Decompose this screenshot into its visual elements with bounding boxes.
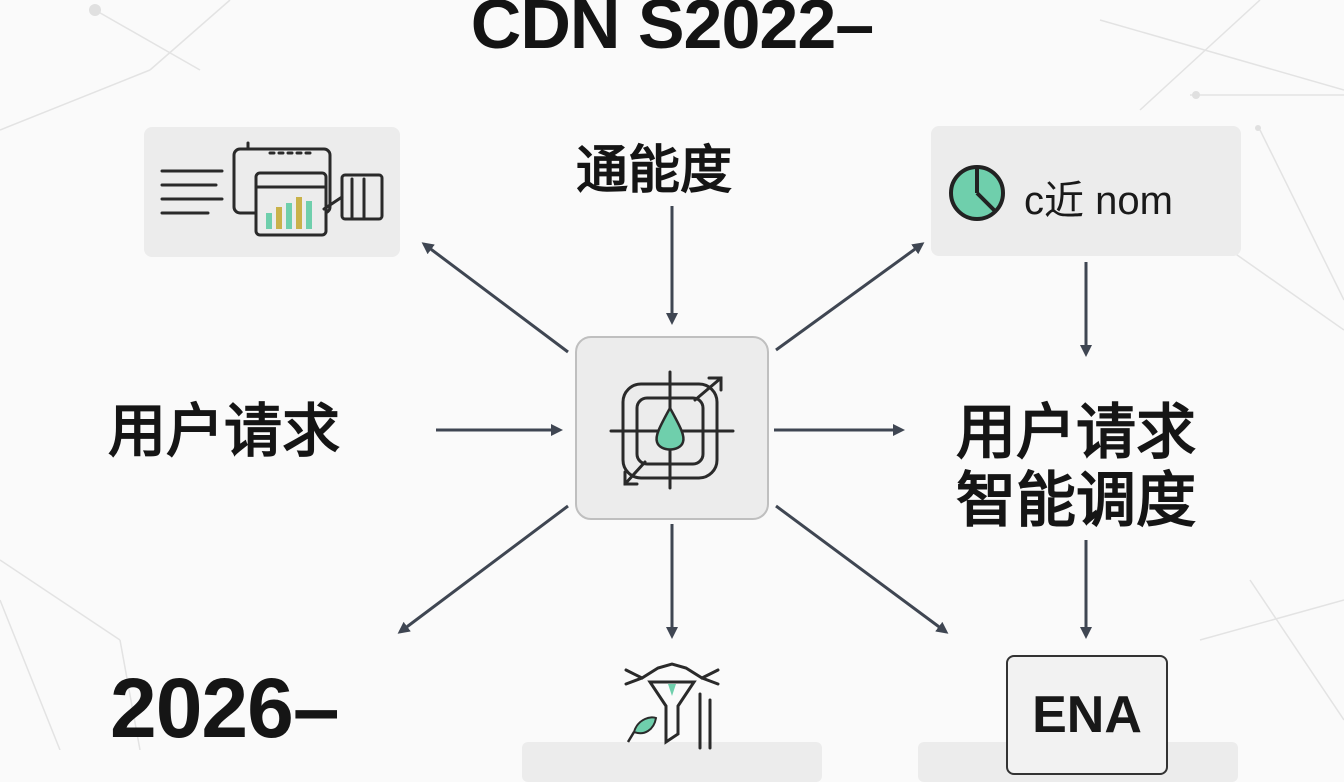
flow-arrows [397, 206, 1092, 639]
right-label-line1: 用户请求 [956, 398, 1196, 468]
dashboard-chart-icon [160, 141, 384, 237]
background-network [0, 0, 1344, 750]
legend-box [931, 126, 1241, 256]
top-center-label: 通能度 [576, 141, 733, 201]
diagram-title: CDN S2022– [470, 0, 874, 63]
center-node [575, 336, 769, 520]
bottom-left-label: 2026– [110, 661, 340, 755]
left-label: 用户请求 [108, 397, 341, 465]
dashboard-box [144, 127, 400, 257]
ena-label: ENA [1032, 686, 1142, 744]
arrow-to-dashboard [421, 242, 569, 354]
arrow-to-legend [775, 242, 925, 352]
pie-chart-icon [949, 165, 1005, 221]
right-label-line2: 智能调度 [956, 466, 1196, 536]
routing-target-icon [609, 370, 735, 490]
ena-node: ENA [1006, 655, 1168, 775]
legend-text: c近 nom [1024, 179, 1173, 223]
arrow-to-ena [775, 504, 949, 634]
arrow-to-bottom-left [397, 504, 569, 634]
funnel-leaf-icon [624, 662, 720, 750]
